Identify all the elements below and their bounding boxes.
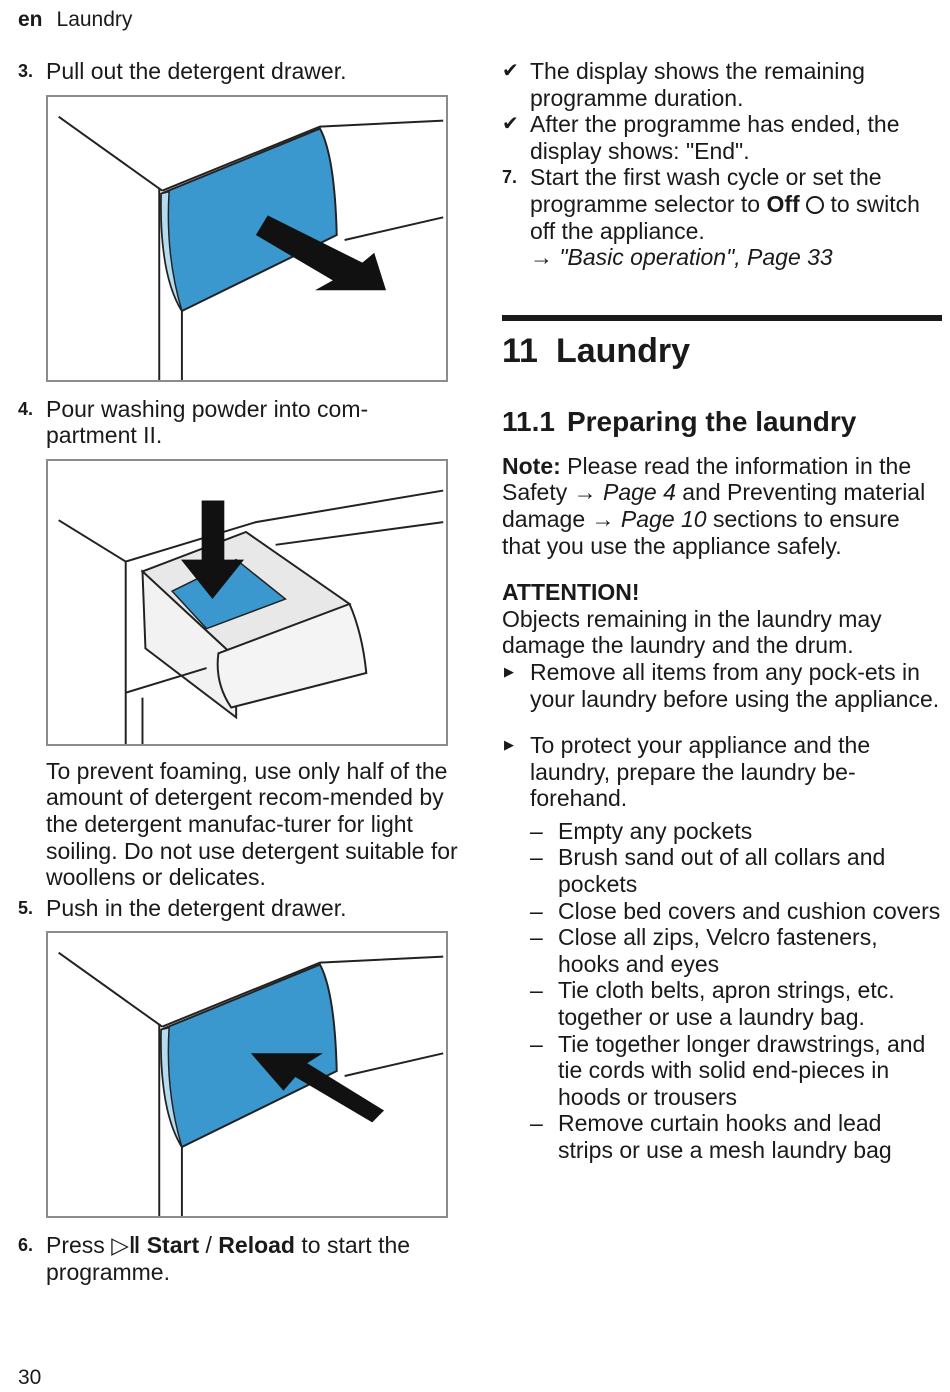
triangle-bullet-icon: ▶ [504,663,514,679]
start-pause-icon: ▷‖ [111,1232,141,1259]
note-text: and Preventing material damage → [502,479,926,532]
step-number: 4. [18,398,34,419]
drawer-pull-illustration [58,115,444,380]
list-item: –Empty any pockets [530,817,753,844]
reload-label: Reload [218,1232,295,1259]
list-item: –Remove curtain hooks and lead strips or… [530,1110,892,1163]
chapter-heading: 11 Laundry [502,331,942,371]
step-6: 6. Press ▷‖ Start / Reload to start the … [18,1232,458,1285]
bullet-item: ▶ Remove all items from any pock-ets in … [502,659,942,712]
chapter-rule [502,314,942,321]
note-text: sections to ensure that you use the appl… [502,505,900,559]
step-number: 3. [18,61,34,81]
off-circle-icon [806,195,825,214]
check-item: ✔ After the programme has ended, the dis… [502,111,942,164]
check-item: ✔ The display shows the remaining progra… [502,58,942,111]
list-item: –Tie together longer drawstrings, and ti… [530,1030,926,1110]
step-text-pre: Press [46,1232,105,1259]
step-4: 4. Pour washing powder into com-partment… [18,396,458,449]
section-title: Preparing the laundry [566,405,857,437]
check-text: After the programme has ended, the displ… [530,111,900,164]
list-item: –Tie cloth belts, apron strings, etc. to… [530,977,895,1031]
chapter-title: Laundry [555,331,691,370]
step-text: Pour washing powder into com-partment II… [46,395,369,449]
off-label: Off [766,190,800,217]
checkmark-icon: ✔ [502,113,519,136]
list-item: –Close bed covers and cushion covers [530,897,941,924]
step-3: 3. Pull out the detergent drawer. [18,58,458,85]
page-4-link[interactable]: Page 4 [603,479,676,506]
left-column: 3. Pull out the detergent drawer. 4. Pou… [18,58,458,1286]
list-item: –Brush sand out of all collars and pocke… [530,844,886,898]
attention-label: ATTENTION! [502,579,640,606]
attention-text: Objects remaining in the laundry may dam… [502,605,882,659]
check-text: The display shows the remaining programm… [530,58,865,111]
language-code: en [18,8,43,31]
bullet-text: To protect your appliance and the laundr… [530,732,871,812]
step-text-post: to start the programme. [46,1232,411,1285]
section-heading: 11.1 Preparing the laundry [502,405,942,439]
step-text-post: to switch off the appliance. [530,190,920,244]
preparation-list: –Empty any pockets –Brush sand out of al… [502,818,942,1164]
step-text-pre: Start the first wash cycle or set the pr… [530,164,882,217]
figure-pull-out-drawer [46,94,448,382]
slash: / [205,1232,212,1259]
page-10-link[interactable]: Page 10 [620,505,707,532]
right-column: ✔ The display shows the remaining progra… [502,58,942,1164]
safety-note: Note: Please read the information in the… [502,453,942,559]
step-number: 6. [18,1235,34,1256]
bullet-item: ▶ To protect your appliance and the laun… [502,732,942,812]
checkmark-icon: ✔ [502,60,519,82]
page-number: 30 [18,1366,42,1389]
page-reference-link[interactable]: → "Basic operation", Page 33 [530,244,833,271]
page-header: en Laundry [18,8,132,32]
chapter-number: 11 [502,331,538,370]
header-section: Laundry [56,8,133,31]
step-number: 5. [18,897,34,918]
bullet-text: Remove all items from any pock-ets in yo… [530,658,940,712]
note-text: Please read the information in the Safet… [502,452,912,506]
foaming-note: To prevent foaming, use only half of the… [46,757,458,891]
section-number: 11.1 [502,405,555,437]
pour-powder-illustration [58,489,444,744]
drawer-push-illustration [58,952,444,1217]
step-number: 7. [502,167,518,188]
step-text: Pull out the detergent drawer. [46,58,347,84]
step-text: Push in the detergent drawer. [46,894,347,921]
note-label: Note: [502,452,561,479]
triangle-bullet-icon: ▶ [504,737,514,753]
step-7: 7. Start the first wash cycle or set the… [502,164,942,270]
figure-push-in-drawer [46,931,448,1219]
list-item: –Close all zips, Velcro fasteners, hooks… [530,924,878,977]
figure-pour-powder [46,458,448,746]
step-5: 5. Push in the detergent drawer. [18,895,458,922]
start-label: Start [146,1232,200,1259]
